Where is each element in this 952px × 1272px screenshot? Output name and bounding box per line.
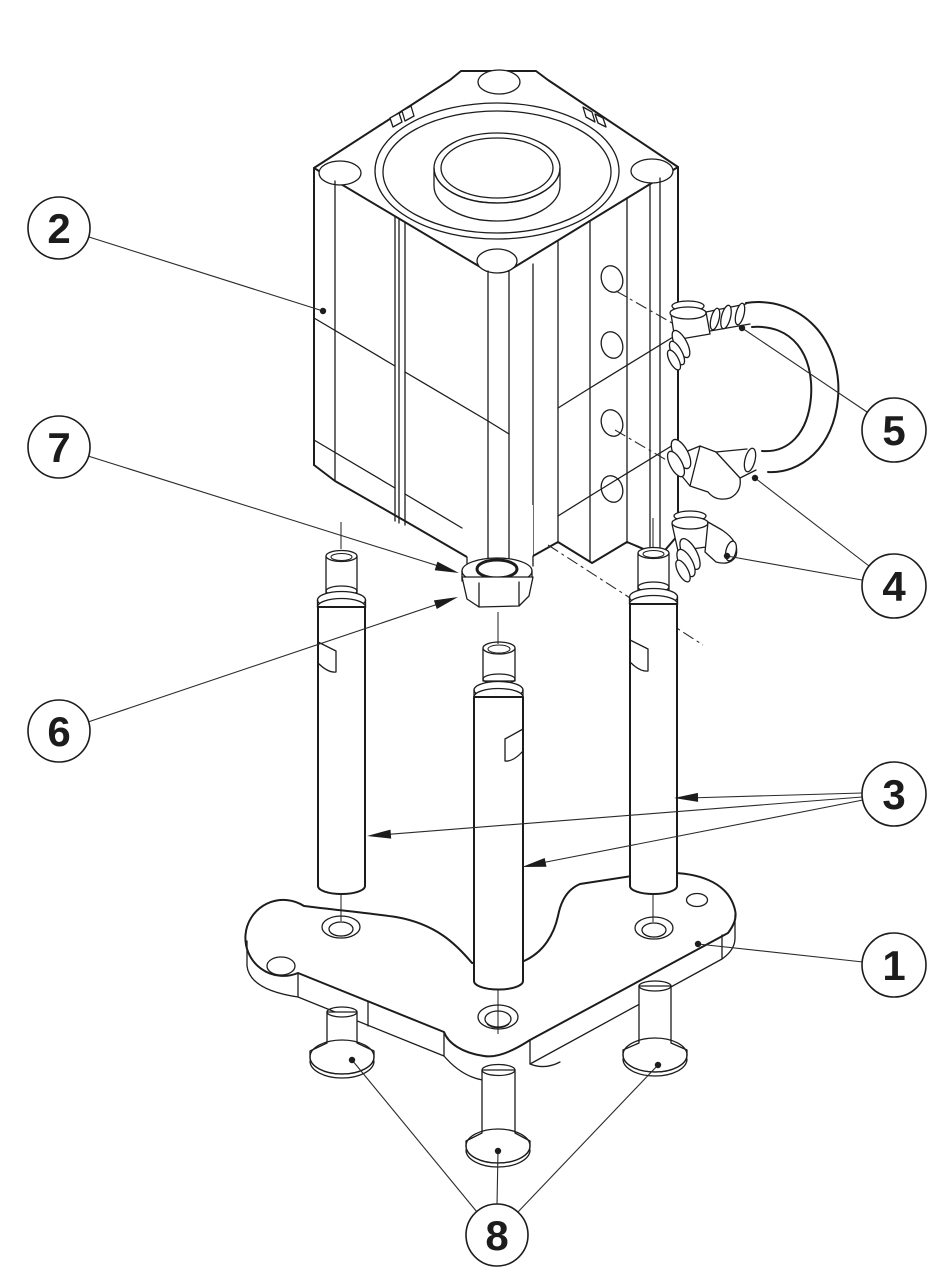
balloon-8-label: 8 [485, 1212, 508, 1259]
guide-post-right [628, 546, 679, 895]
leader-4 [723, 474, 870, 581]
balloon-1: 1 [861, 932, 927, 998]
balloon-6-label: 6 [47, 708, 70, 755]
air-fittings-and-hose [666, 300, 840, 583]
balloon-7-label: 7 [47, 424, 70, 471]
piston-rod-assembly [461, 504, 534, 608]
leader-7 [87, 455, 459, 573]
pneumatic-cylinder-body [313, 69, 679, 567]
countersunk-screws [309, 980, 688, 1168]
balloon-4: 4 [861, 553, 927, 619]
screw-left [309, 1006, 375, 1079]
leader-8 [348, 1056, 662, 1214]
balloon-7: 7 [27, 415, 91, 479]
port-centerlines [547, 290, 704, 646]
leader-lines [87, 236, 870, 1214]
sensor-screw-nubs [389, 105, 607, 128]
fitting-top [666, 300, 751, 371]
balloon-1-label: 1 [882, 942, 905, 989]
balloon-3: 3 [861, 761, 927, 827]
fitting-loose [671, 510, 738, 583]
balloon-5-label: 5 [882, 407, 905, 454]
balloon-callouts: 2 7 6 5 4 3 1 8 [27, 196, 927, 1267]
balloon-5: 5 [861, 397, 927, 463]
guide-post-left [316, 549, 367, 895]
air-hose [745, 301, 840, 474]
screw-right [622, 980, 688, 1077]
fitting-elbow [666, 438, 757, 500]
rod-nut [461, 576, 534, 608]
leader-1 [694, 940, 864, 963]
leader-5 [738, 324, 868, 413]
balloon-3-label: 3 [882, 771, 905, 818]
leader-3 [367, 792, 864, 867]
guide-post-middle [473, 641, 524, 991]
leader-2 [88, 236, 327, 315]
balloon-2: 2 [27, 196, 91, 260]
balloon-4-label: 4 [882, 563, 906, 610]
balloon-8: 8 [465, 1203, 529, 1267]
air-port-holes [600, 265, 624, 503]
leader-6 [87, 597, 458, 723]
balloon-2-label: 2 [47, 205, 70, 252]
plate-holes [266, 892, 709, 1030]
balloon-6: 6 [27, 699, 91, 763]
